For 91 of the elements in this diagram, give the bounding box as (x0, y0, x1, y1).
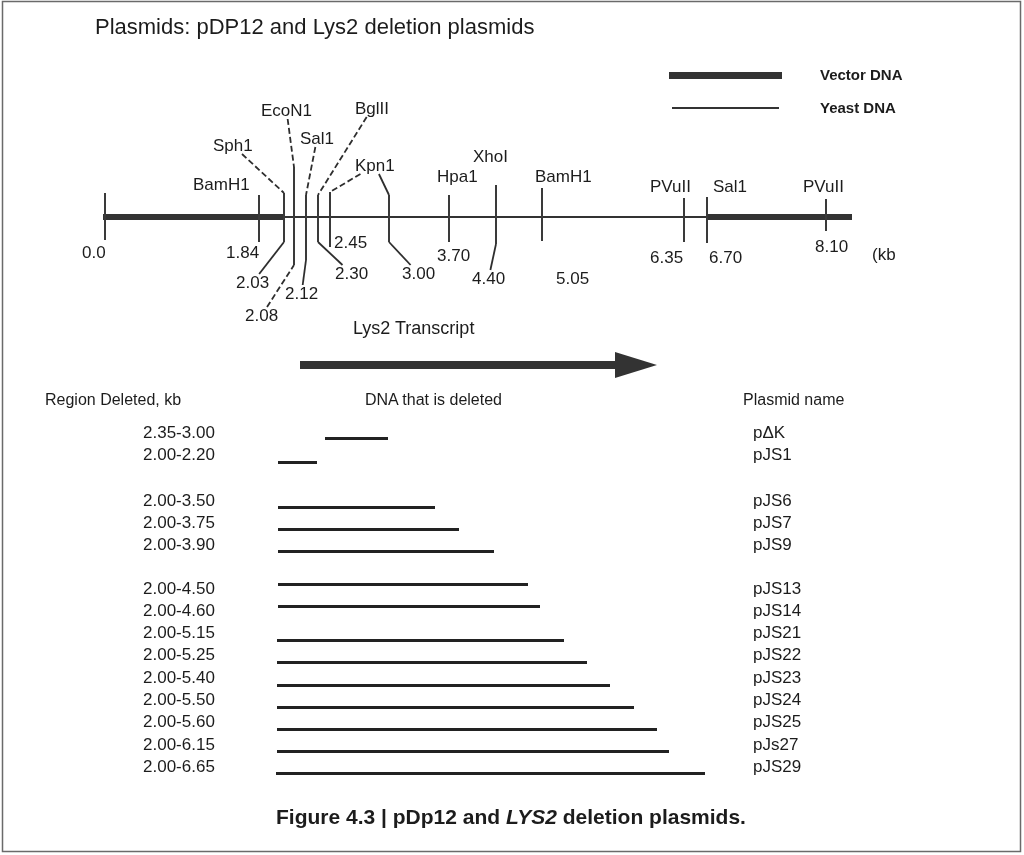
plasmid-name: pJS14 (753, 602, 802, 619)
site-tick (317, 195, 319, 242)
site-tick (388, 195, 390, 242)
deleted-region-value: 2.00-6.65 (143, 758, 215, 775)
site-tick (283, 193, 285, 242)
deleted-region-value: 2.00-5.15 (143, 624, 215, 641)
leader-line (241, 153, 285, 194)
leader-line (266, 264, 295, 308)
site-tick (825, 199, 827, 231)
position-label: 8.10 (815, 238, 849, 255)
leader-line (317, 116, 368, 196)
plasmid-name: pJS7 (753, 514, 792, 531)
site-name-label: EcoN1 (261, 102, 313, 119)
vector-dna-bar (103, 214, 284, 220)
legend-label: Vector DNA (820, 67, 903, 82)
deleted-region-value: 2.00-4.50 (143, 580, 215, 597)
plasmid-name: pJS25 (753, 713, 802, 730)
plasmid-name: pΔK (753, 424, 786, 441)
leader-line (301, 259, 307, 286)
leader-line (317, 241, 344, 266)
deleted-region-value: 2.00-5.50 (143, 691, 215, 708)
vector-dna-bar (707, 214, 852, 220)
deleted-region-value: 2.00-3.90 (143, 536, 215, 553)
site-tick (683, 198, 685, 242)
leader-line (388, 241, 412, 266)
site-name-label: PVuII (650, 178, 691, 195)
site-name-label: PVuII (803, 178, 844, 195)
unit-label: (kb (872, 246, 896, 263)
legend-label: Yeast DNA (820, 100, 896, 115)
plasmid-name: pJS13 (753, 580, 802, 597)
site-tick (293, 167, 295, 265)
site-name-label: BamH1 (535, 168, 592, 185)
site-name-label: Kpn1 (355, 157, 395, 174)
plasmid-name: pJS1 (753, 446, 792, 463)
site-name-label: Hpa1 (437, 168, 478, 185)
position-label: 5.05 (556, 270, 590, 287)
site-tick (104, 193, 106, 240)
leader-line (286, 118, 295, 168)
leader-line (489, 243, 497, 271)
transcript-label: Lys2 Transcript (353, 319, 475, 337)
site-name-label: Sph1 (213, 137, 253, 154)
position-label: 1.84 (226, 244, 260, 261)
site-tick (305, 195, 307, 260)
position-label: 3.70 (437, 247, 471, 264)
plasmid-name: pJs27 (753, 736, 799, 753)
position-label: 2.03 (236, 274, 270, 291)
position-label: 2.12 (285, 285, 319, 302)
deleted-region-value: 2.00-5.40 (143, 669, 215, 686)
leader-line (378, 173, 390, 196)
column-header: Region Deleted, kb (45, 392, 182, 408)
plasmid-name: pJS21 (753, 624, 802, 641)
site-name-label: XhoI (473, 148, 508, 165)
deleted-region-value: 2.00-5.60 (143, 713, 215, 730)
deleted-region-value: 2.00-3.75 (143, 514, 215, 531)
deleted-region-value: 2.00-3.50 (143, 492, 215, 509)
deleted-region-value: 2.35-3.00 (143, 424, 215, 441)
site-name-label: Sal1 (713, 178, 748, 195)
leader-line (329, 173, 362, 193)
site-tick (329, 192, 331, 247)
site-tick (495, 185, 497, 244)
site-tick (541, 188, 543, 241)
site-name-label: Sal1 (300, 130, 335, 147)
site-tick (706, 197, 708, 243)
deleted-region-value: 2.00-2.20 (143, 446, 215, 463)
column-header: DNA that is deleted (365, 392, 502, 408)
site-tick (258, 195, 260, 242)
diagram-title: Plasmids: pDP12 and Lys2 deletion plasmids (95, 16, 535, 38)
position-label: 3.00 (402, 265, 436, 282)
leader-line (305, 146, 317, 196)
position-label: 2.08 (245, 307, 279, 324)
deleted-region-value: 2.00-4.60 (143, 602, 215, 619)
position-label: 2.30 (335, 265, 369, 282)
position-label: 6.35 (650, 249, 684, 266)
position-label: 4.40 (472, 270, 506, 287)
leader-line (258, 241, 285, 275)
position-label: 6.70 (709, 249, 743, 266)
plasmid-name: pJS29 (753, 758, 802, 775)
position-label: 0.0 (82, 244, 106, 261)
site-name-label: BamH1 (193, 176, 250, 193)
plasmid-name: pJS9 (753, 536, 792, 553)
deleted-region-value: 2.00-6.15 (143, 736, 215, 753)
deleted-region-value: 2.00-5.25 (143, 646, 215, 663)
site-name-label: BglII (355, 100, 390, 117)
figure-caption: Figure 4.3 | pDp12 and LYS2 deletion plasmids. (276, 806, 746, 827)
plasmid-name: pJS24 (753, 691, 802, 708)
column-header: Plasmid name (743, 392, 845, 408)
plasmid-name: pJS6 (753, 492, 792, 509)
plasmid-name: pJS23 (753, 669, 802, 686)
plasmid-name: pJS22 (753, 646, 802, 663)
position-label: 2.45 (334, 234, 368, 251)
site-tick (448, 195, 450, 242)
